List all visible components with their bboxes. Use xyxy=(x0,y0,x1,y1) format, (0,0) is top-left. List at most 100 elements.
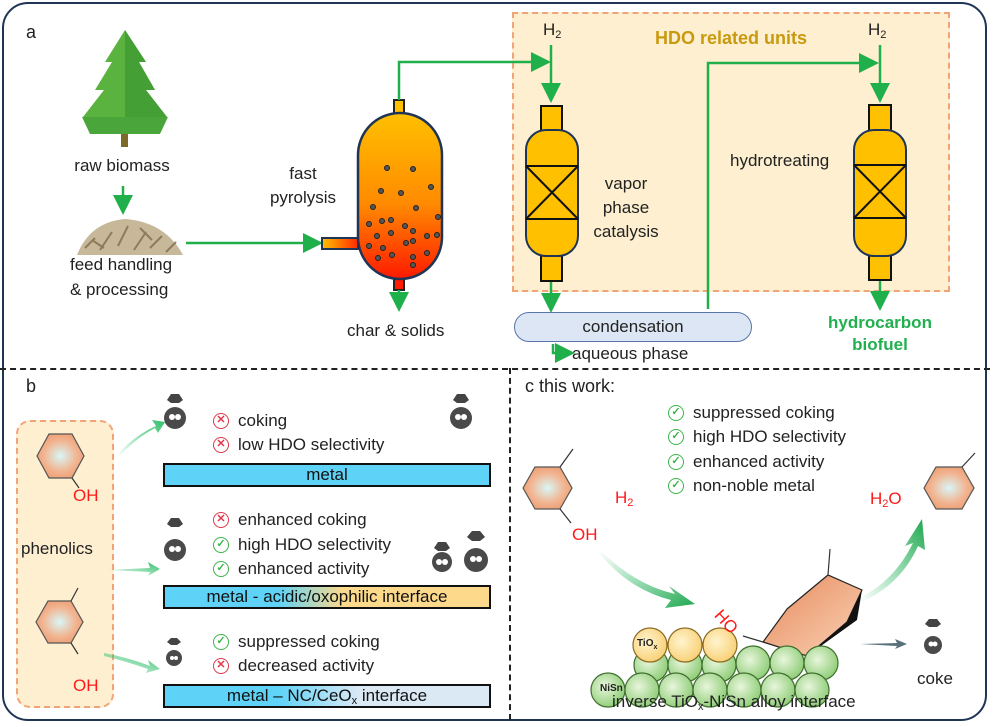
c-item-text: enhanced activity xyxy=(693,452,825,471)
divider-vertical xyxy=(509,368,511,720)
arrow-to-metal xyxy=(118,420,165,456)
h2o-subscript: 2 xyxy=(882,498,889,510)
panel-c-label: c this work: xyxy=(525,376,616,396)
check-circle-icon: ✓ xyxy=(213,561,229,577)
panel-b-label: b xyxy=(26,376,37,396)
b-item-text: enhanced activity xyxy=(238,559,370,578)
b-item: ✕ coking xyxy=(213,409,287,433)
reaction-arrow-in xyxy=(600,550,695,608)
phase-label: phase xyxy=(602,198,650,217)
x-circle-icon: ✕ xyxy=(213,512,229,528)
b-item: ✕ low HDO selectivity xyxy=(213,433,384,457)
check-circle-icon: ✓ xyxy=(668,454,684,470)
phenol-oh-label: OH xyxy=(73,486,99,505)
pyrolysis-reactor xyxy=(321,99,444,291)
c-item-text: high HDO selectivity xyxy=(693,427,847,446)
b-item: ✓ high HDO selectivity xyxy=(213,533,391,557)
adsorbed-cresol-molecule xyxy=(742,548,863,657)
tiox-spheres xyxy=(632,627,738,663)
interface-text: inverse TiO xyxy=(612,692,698,711)
x-circle-icon: ✕ xyxy=(213,413,229,429)
panel-a-label: a xyxy=(26,22,37,42)
coke-label: coke xyxy=(917,669,953,688)
nc-ceo-interface-bar: metal – NC/CeOx interface xyxy=(163,684,491,708)
wood-pellets-image xyxy=(77,219,183,255)
check-circle-icon: ✓ xyxy=(213,634,229,650)
raw-biomass-label: raw biomass xyxy=(74,156,170,175)
x-circle-icon: ✕ xyxy=(213,437,229,453)
panel-c-graphics xyxy=(522,448,976,708)
tiox-label: TiOx xyxy=(637,638,657,651)
c-item: ✓ suppressed coking xyxy=(668,401,835,425)
feed-handling-label: feed handling xyxy=(70,255,173,274)
interface-subscript: x xyxy=(697,701,704,713)
h2o-text: H xyxy=(870,489,883,508)
phenolics-label: phenolics xyxy=(21,539,93,558)
b-item-text: decreased activity xyxy=(238,656,375,675)
coke-soot-character xyxy=(164,394,488,666)
aqueous-phase-label: aqueous phase xyxy=(572,344,689,363)
bar-text: metal – NC/CeO xyxy=(226,686,352,705)
cresol-molecule xyxy=(35,587,84,655)
panel-b-graphics xyxy=(35,394,488,673)
b-item-text: high HDO selectivity xyxy=(238,535,392,554)
h2o-text: O xyxy=(888,489,902,508)
vapor-label: vapor xyxy=(604,174,648,193)
biofuel-line2: biofuel xyxy=(852,335,908,354)
b-item-text: low HDO selectivity xyxy=(238,435,385,454)
condensation-unit: condensation xyxy=(514,312,752,342)
flow-line xyxy=(397,52,551,100)
c-item: ✓ enhanced activity xyxy=(668,450,824,474)
nisn-alloy-spheres xyxy=(590,645,839,708)
biofuel-line1: hydrocarbon xyxy=(828,313,932,332)
h2-reactant: H2 xyxy=(615,488,633,513)
check-circle-icon: ✓ xyxy=(668,478,684,494)
acidic-oxophilic-interface-bar: metal - acidic/oxophilic interface xyxy=(163,585,491,609)
c-item-text: suppressed coking xyxy=(693,403,835,422)
coke-arrow xyxy=(860,639,907,649)
c-item-text: non-noble metal xyxy=(693,476,815,495)
interface-label: inverse TiOx-NiSn alloy interface xyxy=(612,692,856,717)
m-cresol-molecule xyxy=(522,448,574,524)
check-circle-icon: ✓ xyxy=(668,405,684,421)
hydrotreating-label: hydrotreating xyxy=(730,151,830,170)
interface-text: -NiSn alloy interface xyxy=(703,692,856,711)
flow-line xyxy=(706,53,879,309)
b-item: ✓ enhanced activity xyxy=(213,557,369,581)
h2-subscript: 2 xyxy=(627,497,634,509)
feed-processing-label: & processing xyxy=(70,280,169,299)
b-item: ✓suppressed coking xyxy=(213,630,380,654)
divider-horizontal xyxy=(0,368,990,370)
h2-text: H xyxy=(615,488,628,507)
c-item: ✓high HDO selectivity xyxy=(668,425,846,449)
nisn-label: NiSn xyxy=(600,683,623,694)
b-item: ✕ decreased activity xyxy=(213,654,374,678)
b-item-text: coking xyxy=(238,411,288,430)
check-circle-icon: ✓ xyxy=(213,537,229,553)
hydrotreating-reactor xyxy=(853,104,907,281)
biofuel-output: hydrocarbon biofuel xyxy=(800,312,960,356)
h2-input-right: H2 xyxy=(868,20,886,45)
tree-icon xyxy=(82,30,168,147)
b-item: ✕ enhanced coking xyxy=(213,508,367,532)
char-solids-label: char & solids xyxy=(347,321,445,340)
catalysis-label: catalysis xyxy=(593,222,659,241)
bar-text: interface xyxy=(357,686,428,705)
h2-input-left: H2 xyxy=(543,20,561,45)
pyrolysis-label: pyrolysis xyxy=(269,188,337,207)
reaction-arrow-out xyxy=(860,519,925,602)
h2-subscript: 2 xyxy=(880,29,887,41)
vapor-phase-reactor xyxy=(525,105,579,282)
tiox-subscript: x xyxy=(653,644,658,651)
metal-bar: metal xyxy=(163,463,491,487)
h2o-product: H2O xyxy=(870,489,902,514)
x-circle-icon: ✕ xyxy=(213,658,229,674)
bar-subscript: x xyxy=(351,695,358,707)
h2-text: H xyxy=(543,20,556,39)
coke-soot-character xyxy=(924,619,942,654)
toluene-molecule xyxy=(923,452,976,510)
cresol-oh-label: OH xyxy=(73,676,99,695)
b-item-text: enhanced coking xyxy=(238,510,367,529)
phenol-molecule xyxy=(36,433,85,489)
fast-label: fast xyxy=(289,164,317,183)
